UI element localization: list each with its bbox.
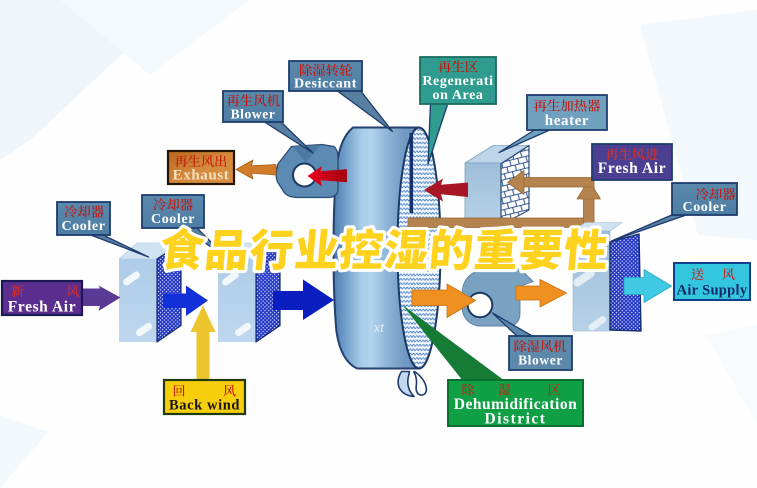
svg-text:heater: heater [545, 113, 589, 129]
svg-text:Blower: Blower [518, 353, 563, 368]
svg-text:Exhaust: Exhaust [173, 168, 230, 184]
svg-text:Blower: Blower [231, 107, 276, 122]
svg-text:xt: xt [373, 321, 384, 335]
svg-text:Desiccant: Desiccant [294, 77, 357, 92]
svg-text:District: District [485, 411, 547, 428]
svg-text:Air Supply: Air Supply [677, 283, 748, 299]
svg-text:Fresh Air: Fresh Air [8, 299, 76, 316]
svg-text:on Area: on Area [433, 88, 484, 103]
svg-text:Regenerati: Regenerati [422, 74, 493, 89]
svg-text:Fresh Air: Fresh Air [598, 160, 666, 177]
svg-text:Cooler: Cooler [151, 212, 195, 227]
svg-text:Dehumidification: Dehumidification [454, 396, 577, 413]
svg-text:Back wind: Back wind [169, 398, 240, 414]
svg-text:Cooler: Cooler [61, 219, 105, 234]
svg-text:Cooler: Cooler [682, 200, 726, 215]
